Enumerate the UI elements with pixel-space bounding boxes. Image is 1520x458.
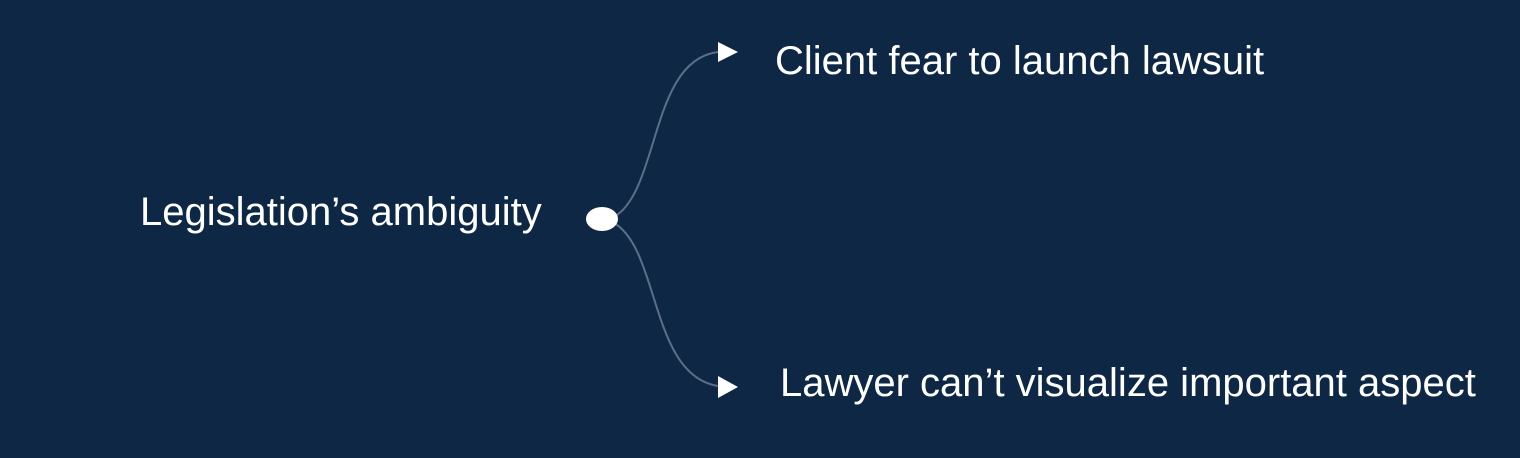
connector-top [613,51,719,218]
branch-label-top: Client fear to launch lawsuit [775,39,1265,83]
arrow-top-icon [718,42,738,62]
root-node-dot [586,207,618,231]
branch-label-bottom: Lawyer can’t visualize important aspect [780,361,1476,405]
root-node-label: Legislation’s ambiguity [140,190,542,234]
arrow-bottom-icon [718,376,738,398]
connector-bottom [613,222,719,387]
